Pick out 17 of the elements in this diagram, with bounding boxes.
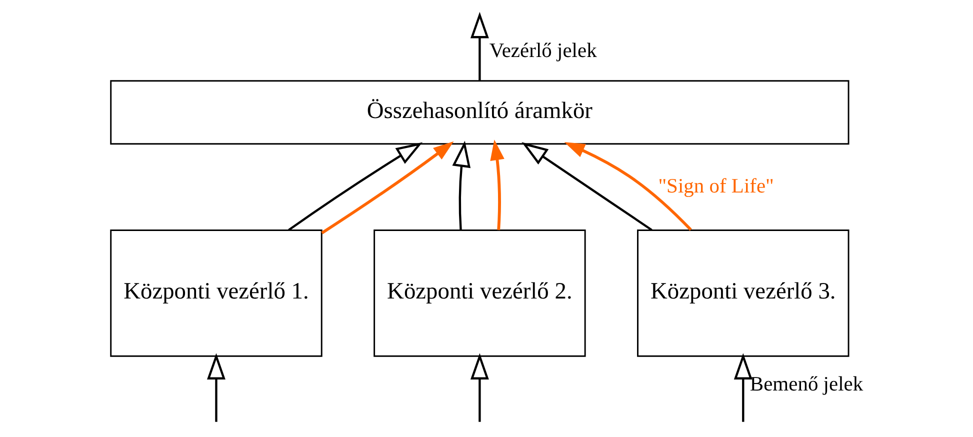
- edge-label: Vezérlő jelek: [489, 40, 597, 62]
- arrow: [470, 353, 489, 422]
- node-box: Központi vezérlő 3.: [637, 229, 850, 357]
- edge-label: Bemenő jelek: [750, 374, 864, 396]
- node-box: Központi vezérlő 2.: [374, 229, 586, 357]
- arrow: [470, 12, 489, 81]
- edge-label: "Sign of Life": [658, 175, 774, 198]
- arrow: [288, 142, 423, 231]
- arrow: [522, 142, 652, 231]
- arrow: [490, 140, 504, 230]
- arrow: [564, 142, 692, 231]
- node-box: Összehasonlító áramkör: [110, 80, 850, 145]
- node-box: Központi vezérlő 1.: [110, 229, 322, 357]
- arrow: [452, 140, 471, 230]
- arrow: [207, 353, 226, 422]
- arrow: [321, 141, 454, 234]
- arrow: [734, 353, 752, 422]
